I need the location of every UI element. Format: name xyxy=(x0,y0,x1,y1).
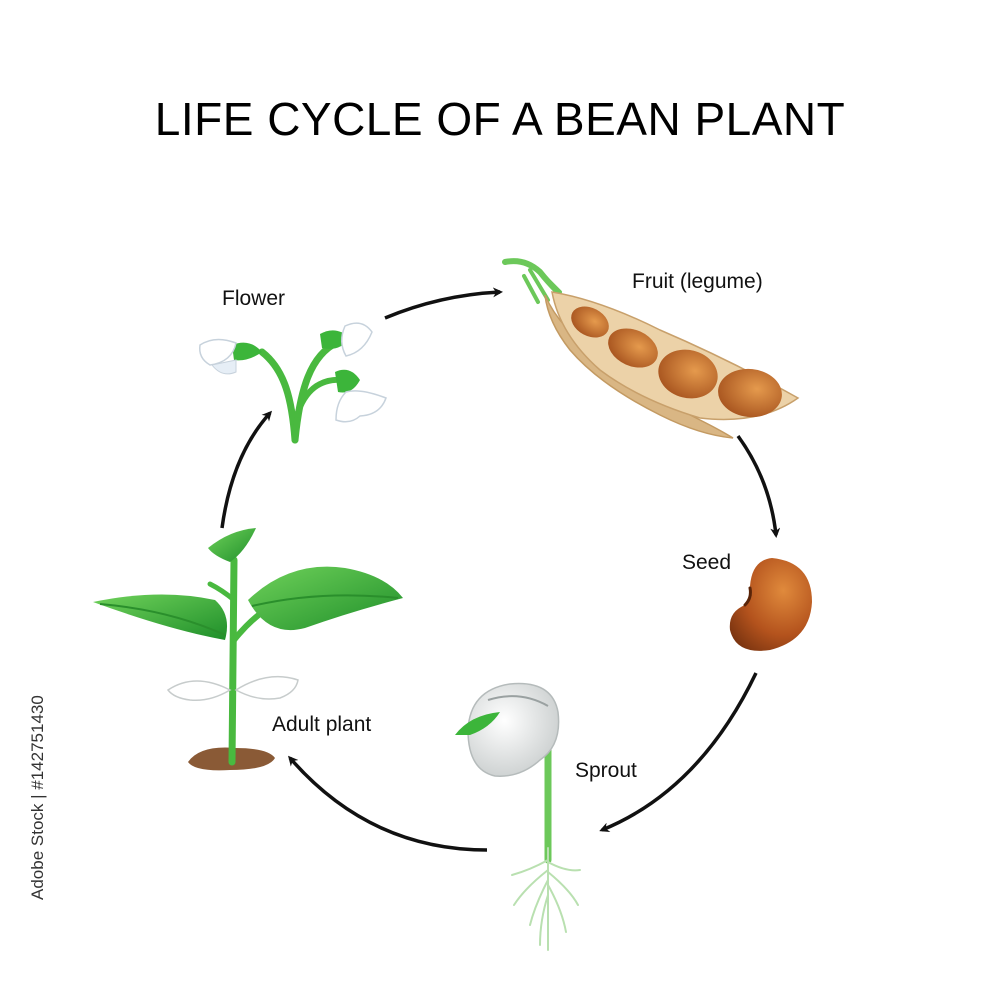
label-flower: Flower xyxy=(222,287,286,310)
stock-id-watermark: Adobe Stock | #142751430 xyxy=(28,695,47,900)
label-adult-plant: Adult plant xyxy=(272,713,372,736)
arrow-seed-to-sprout xyxy=(599,672,758,832)
label-seed: Seed xyxy=(682,551,732,574)
arrow-adult-to-flower xyxy=(220,410,273,529)
arrow-flower-to-fruit xyxy=(384,287,503,320)
flower-illustration xyxy=(198,322,387,444)
label-sprout: Sprout xyxy=(575,759,637,782)
sprout-illustration xyxy=(455,682,581,951)
label-fruit: Fruit (legume) xyxy=(632,270,763,293)
arrow-sprout-to-adult xyxy=(288,755,488,852)
arrow-fruit-to-seed xyxy=(736,434,781,538)
fruit-illustration xyxy=(502,258,800,439)
diagram-title: LIFE CYCLE OF A BEAN PLANT xyxy=(154,93,846,145)
adult-plant-illustration xyxy=(93,528,403,771)
cycle-arrows xyxy=(220,287,781,852)
seed-illustration xyxy=(729,558,812,651)
